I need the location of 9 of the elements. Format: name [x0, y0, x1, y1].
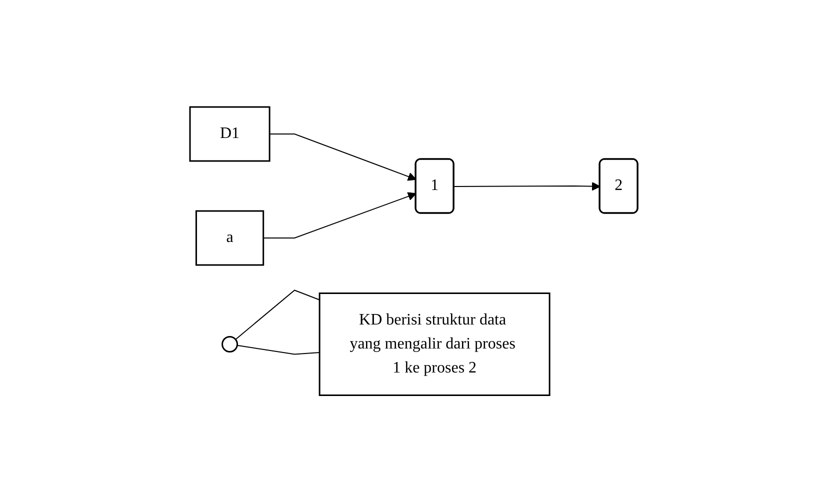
node-box: KD berisi struktur data yang mengalir dari proses 1 ke proses 2	[318, 292, 550, 396]
node-circle	[221, 336, 238, 353]
connector	[234, 290, 320, 340]
arrow	[453, 182, 600, 192]
node-box: D1	[188, 106, 270, 162]
node-box: a	[195, 210, 264, 266]
arrow	[262, 192, 416, 239]
connector	[236, 345, 320, 356]
arrow	[268, 134, 416, 182]
